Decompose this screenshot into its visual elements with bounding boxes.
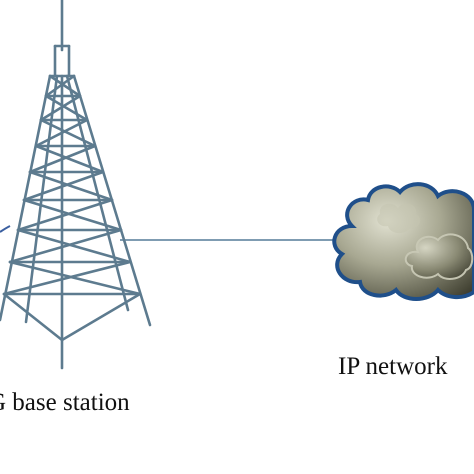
left-link-line <box>0 225 11 233</box>
base-station-label: G base station <box>0 389 130 416</box>
lattice-tower-icon <box>0 0 152 370</box>
cloud-icon <box>332 182 474 301</box>
ip-network-label: IP network <box>338 353 448 380</box>
